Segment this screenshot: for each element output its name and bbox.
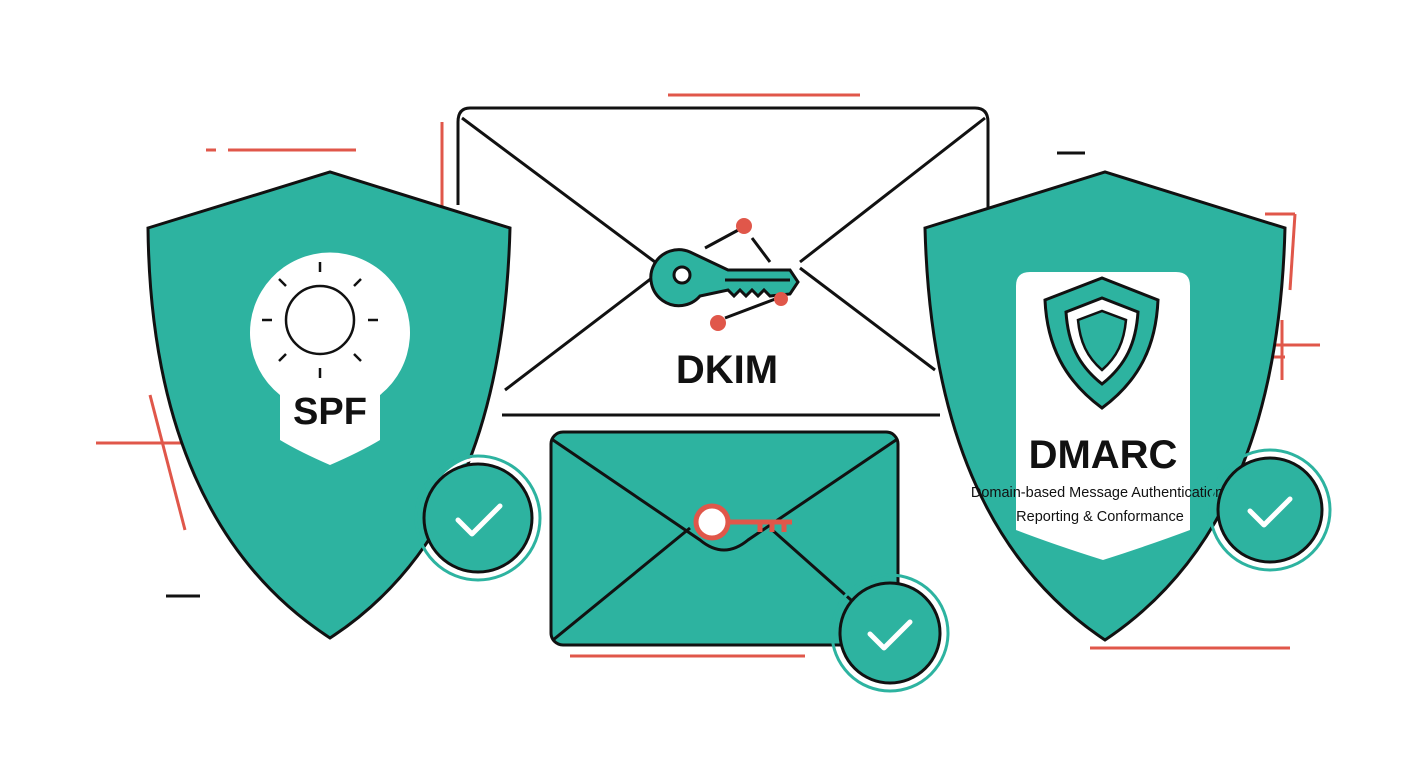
dmarc-label: DMARC <box>1029 433 1178 477</box>
shield-icon <box>1043 276 1160 410</box>
red-key-icon <box>693 503 792 541</box>
check-icon <box>455 503 503 537</box>
dkim-key-icon <box>649 218 800 331</box>
dmarc-subtitle-line1: Domain-based Message Authentication <box>971 485 1223 501</box>
envelope-teal <box>549 430 900 647</box>
decorative-dashes <box>166 151 1085 598</box>
spf-shield: SPF <box>146 170 512 640</box>
dkim-label: DKIM <box>676 348 778 392</box>
spf-check-badge <box>414 454 542 582</box>
envelope-check-badge <box>830 573 950 693</box>
check-icon <box>1247 496 1293 528</box>
decorative-lines <box>96 93 1320 658</box>
dkim-envelope <box>456 106 990 417</box>
sun-icon <box>262 262 378 378</box>
dmarc-check-badge <box>1208 448 1332 572</box>
spf-label: SPF <box>293 391 367 433</box>
dmarc-shield: DMARC Domain-based Message Authenticatio… <box>923 170 1287 642</box>
check-icon <box>867 619 913 651</box>
dmarc-subtitle-line2: Reporting & Conformance <box>1016 509 1184 525</box>
